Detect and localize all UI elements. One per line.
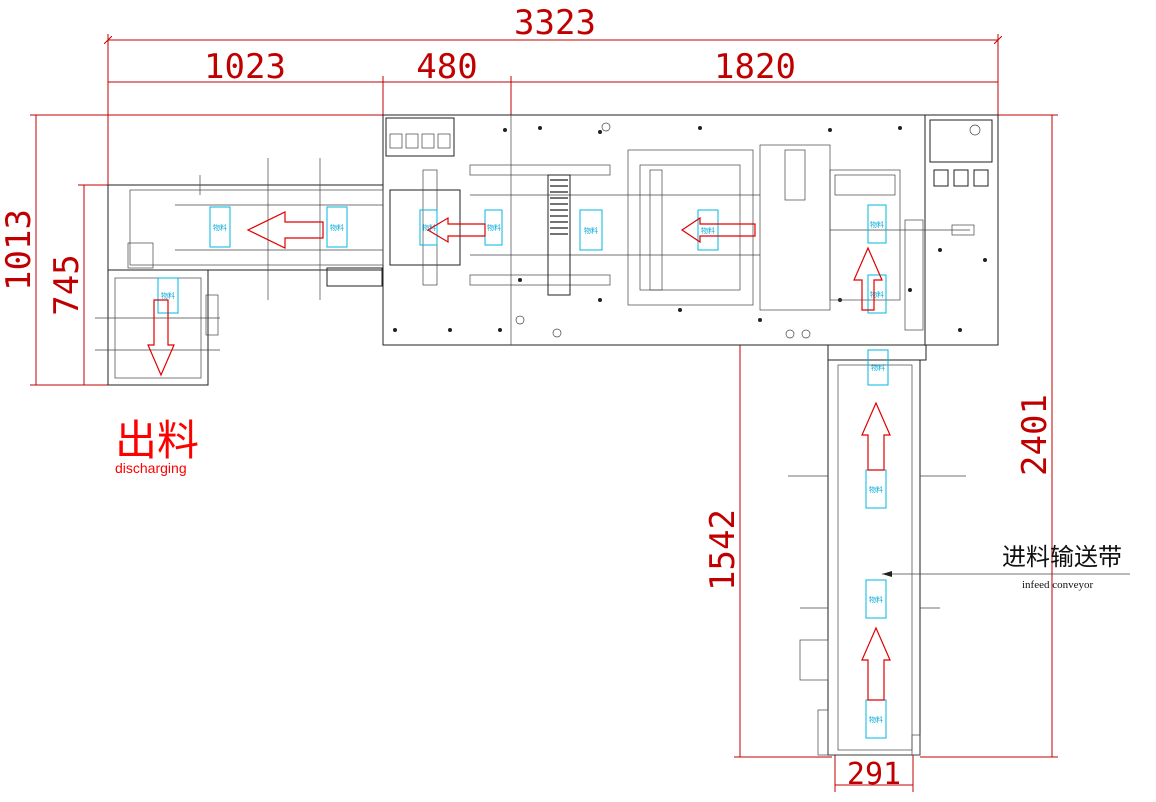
material-label: 物料	[584, 226, 598, 235]
flow-arrows	[147, 211, 891, 701]
dim-overall-width: 3323	[514, 3, 596, 43]
center-mechanism	[389, 144, 975, 331]
discharge-label-cn: 出料	[115, 416, 199, 465]
dim-overall-height: 1013	[0, 209, 39, 291]
material-label: 物料	[871, 363, 885, 372]
material-label: 物料	[487, 223, 501, 232]
dim-seg-mid: 480	[416, 47, 477, 87]
dim-seg-right: 1820	[714, 47, 796, 87]
infeed-conveyor	[788, 344, 966, 756]
flow-arrow-left	[680, 216, 756, 244]
material-label: 物料	[213, 223, 227, 232]
material-box	[209, 206, 231, 248]
material-label: 物料	[869, 485, 883, 494]
material-box	[867, 274, 887, 314]
infeed-label-en: infeed conveyor	[1022, 579, 1093, 591]
dim-conveyor-width: 291	[847, 757, 901, 792]
material-label: 物料	[869, 715, 883, 724]
material-label: 物料	[161, 291, 175, 300]
flow-arrow-left	[246, 211, 324, 249]
infeed-leader-arrow	[882, 571, 892, 577]
material-box	[867, 204, 887, 244]
discharge-conveyor	[95, 158, 384, 386]
material-label: 物料	[422, 223, 436, 232]
flow-arrow-left	[426, 216, 486, 244]
material-boxes	[157, 204, 889, 739]
dim-left-height: 745	[47, 254, 87, 315]
flow-arrow-up	[861, 401, 891, 471]
material-box	[867, 349, 889, 386]
material-box	[326, 206, 348, 248]
material-box	[865, 579, 887, 619]
material-box	[579, 209, 603, 251]
flow-arrow-up	[861, 626, 891, 701]
material-label: 物料	[701, 226, 715, 235]
dim-conveyor-length: 1542	[703, 509, 743, 591]
material-labels: 物料 物料 物料 物料 物料 物料 物料 物料 物料 物料 物料 物料 物料	[161, 220, 885, 724]
discharge-label-en: discharging	[115, 460, 187, 476]
dim-right-height: 2401	[1015, 394, 1055, 476]
infeed-label-cn: 进料输送带	[1002, 543, 1122, 571]
flow-arrow-up	[853, 246, 883, 311]
dim-seg-left: 1023	[204, 47, 286, 87]
dimension-lines	[30, 34, 1058, 792]
material-label: 物料	[869, 595, 883, 604]
material-box	[419, 209, 438, 246]
material-label: 物料	[330, 223, 344, 232]
flow-arrow-down	[147, 299, 175, 377]
material-box	[697, 209, 719, 251]
material-label: 物料	[870, 220, 884, 229]
material-label: 物料	[870, 290, 884, 299]
